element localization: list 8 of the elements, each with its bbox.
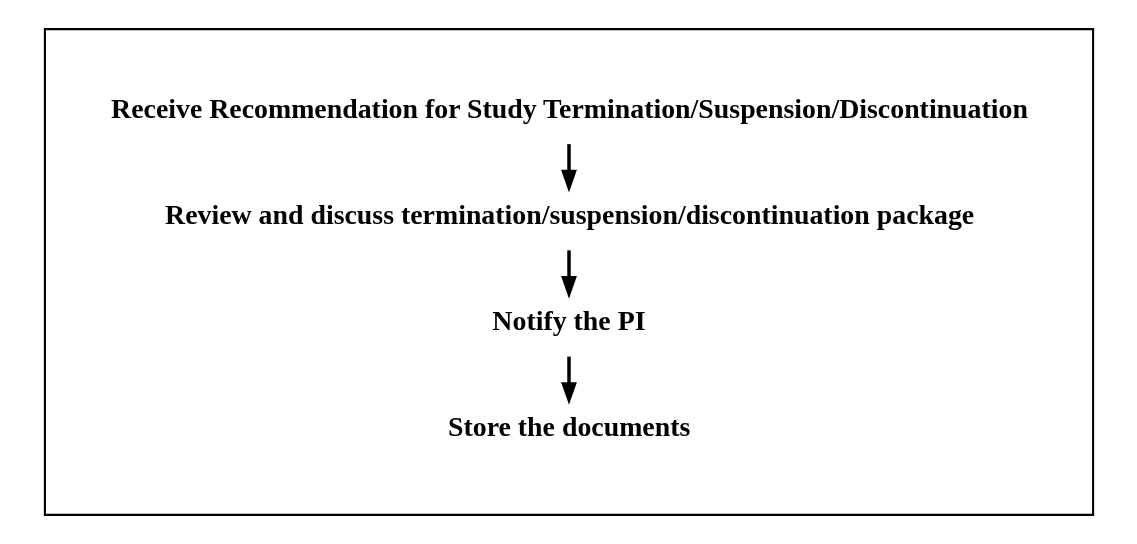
arrow — [560, 356, 577, 405]
arrow — [560, 144, 577, 193]
node-text: Notify the PI — [491, 304, 646, 336]
arrow — [560, 250, 577, 299]
node-text: Store the documents — [447, 411, 690, 443]
node-text: Review and discuss termination/suspension/discontinuation package — [164, 198, 974, 230]
node-text: Receive Recommendation for Study Termination/Suspension/Discontinuation — [110, 92, 1028, 124]
cluster — [43, 28, 1094, 516]
